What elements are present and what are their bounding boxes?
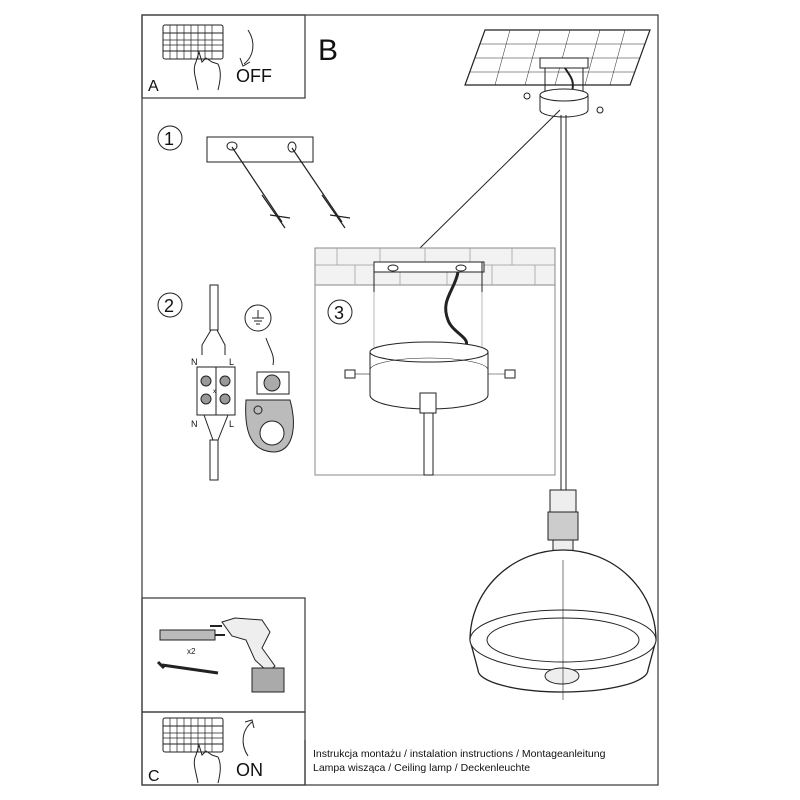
live-bottom-label: L <box>229 419 234 429</box>
step-1-badge <box>157 125 183 151</box>
wall-plug-icon <box>159 629 225 641</box>
panel-c-label: C <box>148 768 160 785</box>
hand-icon <box>193 743 221 784</box>
power-drill-icon <box>210 617 285 693</box>
screw-icon <box>156 660 219 675</box>
arrow-up-icon <box>242 719 255 757</box>
step-3-inset <box>314 247 556 476</box>
hand-icon <box>193 50 221 91</box>
panel-a-label: A <box>148 78 159 95</box>
panel-drill-box <box>141 597 306 713</box>
neutral-bottom-label: N <box>191 419 198 429</box>
ceiling-plate <box>464 29 651 95</box>
arrow-down-icon <box>239 29 254 67</box>
caption-line-2: Lampa wisząca / Ceiling lamp / Deckenleu… <box>313 762 531 774</box>
step-2-number: 2 <box>164 296 174 316</box>
terminal-x-mark: x <box>213 389 216 395</box>
canopy-top <box>523 88 604 118</box>
breaker-box-icon <box>162 717 224 753</box>
step-3-number: 3 <box>334 303 344 323</box>
caption-line-1: Instrukcja montażu / instalation instruc… <box>313 748 606 760</box>
earth-terminal <box>244 304 294 453</box>
lamp-shade <box>469 549 657 700</box>
drill-template <box>206 136 314 163</box>
terminal-block <box>196 284 236 481</box>
outer-frame <box>141 14 659 786</box>
panel-a-box <box>141 14 306 99</box>
lamp-socket <box>547 489 579 555</box>
step-1-number: 1 <box>164 129 174 149</box>
panel-c-action: ON <box>236 760 263 780</box>
breaker-box-icon <box>162 24 224 60</box>
panel-b-label: B <box>318 34 338 67</box>
panel-a-action: OFF <box>236 66 272 86</box>
neutral-top-label: N <box>191 357 198 367</box>
callout-line <box>419 109 561 249</box>
step-3-badge <box>327 299 353 325</box>
step-2-badge <box>157 292 183 318</box>
live-top-label: L <box>229 357 234 367</box>
fixings-quantity: x2 <box>187 647 196 656</box>
wall-plug-screws <box>231 146 351 229</box>
